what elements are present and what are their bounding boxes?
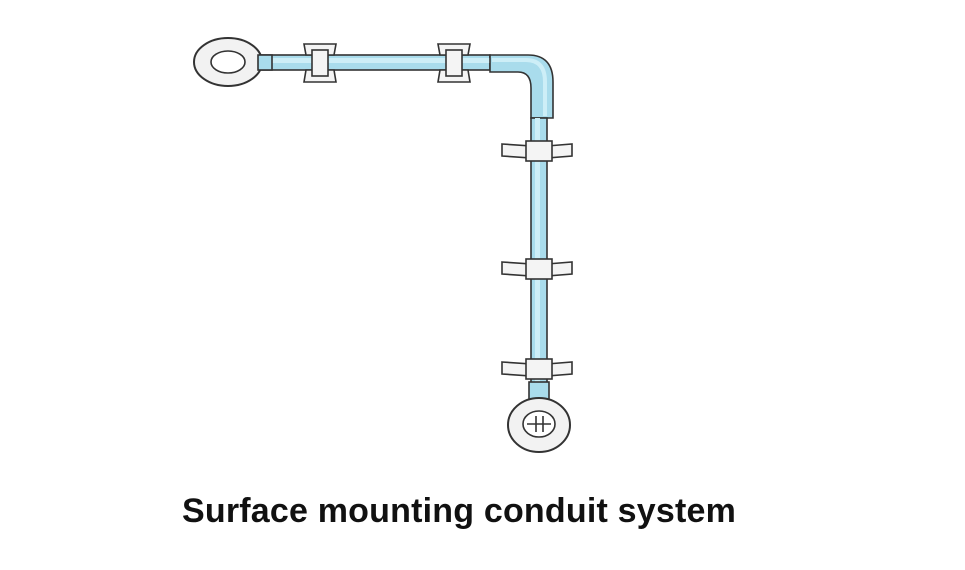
elbow-bend-highlight (492, 58, 547, 116)
saddle-clip-h1 (303, 43, 337, 83)
saddle-clip-v1 (501, 140, 573, 162)
saddle-clip-v2 (501, 258, 573, 280)
ceiling-rose-box (193, 37, 273, 87)
conduit-diagram (193, 37, 573, 453)
saddle-clip-v3 (501, 358, 573, 380)
saddle-clip-h2 (437, 43, 471, 83)
switch-box (507, 381, 571, 453)
diagram-caption: Surface mounting conduit system (181, 492, 737, 530)
